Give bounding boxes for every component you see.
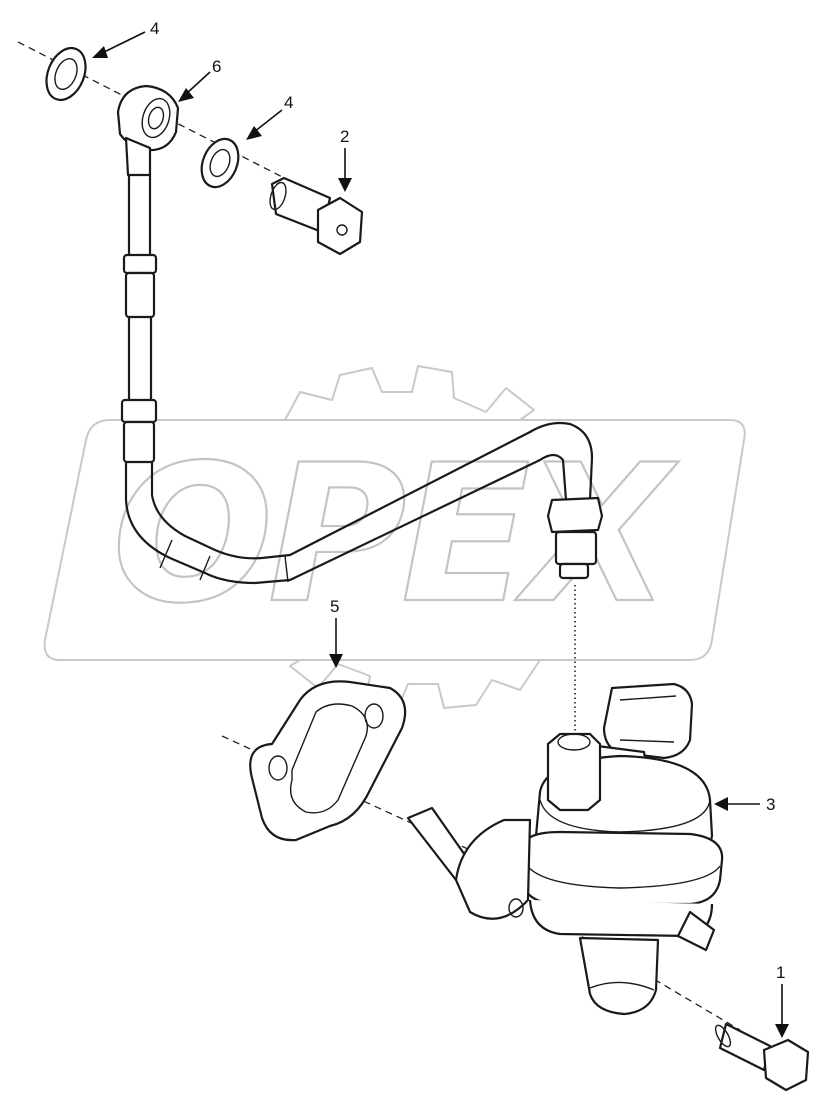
callout-label: 4 bbox=[284, 93, 293, 112]
fuel-pipe bbox=[120, 173, 604, 585]
callout-label: 4 bbox=[150, 19, 159, 38]
callout-label: 5 bbox=[330, 597, 339, 616]
callout-6: 6 bbox=[178, 57, 221, 102]
callout-2: 2 bbox=[338, 127, 352, 192]
arrow-icon bbox=[714, 797, 728, 811]
callout-label: 2 bbox=[340, 127, 349, 146]
callout-label: 6 bbox=[212, 57, 221, 76]
watermark-frame bbox=[43, 419, 746, 661]
callout-label: 3 bbox=[766, 795, 775, 814]
arrow-icon bbox=[246, 126, 262, 140]
callout-4-lower: 4 bbox=[246, 93, 293, 140]
banjo-bolt bbox=[269, 176, 364, 256]
gasket bbox=[249, 680, 407, 842]
arrow-icon bbox=[338, 178, 352, 192]
mounting-bolt bbox=[714, 1022, 810, 1092]
banjo-fitting bbox=[116, 84, 180, 177]
fuel-pump bbox=[406, 682, 724, 1016]
arrow-icon bbox=[92, 46, 108, 58]
sealing-washer-lower bbox=[200, 137, 240, 189]
arrow-icon bbox=[775, 1024, 789, 1038]
callout-5: 5 bbox=[329, 597, 343, 668]
sealing-washer-upper bbox=[45, 46, 87, 102]
arrow-icon bbox=[329, 654, 343, 668]
callout-4-upper: 4 bbox=[92, 19, 159, 58]
callout-label: 1 bbox=[776, 963, 785, 982]
callout-1: 1 bbox=[775, 963, 789, 1038]
callout-3: 3 bbox=[714, 795, 775, 814]
arrow-icon bbox=[178, 88, 194, 102]
